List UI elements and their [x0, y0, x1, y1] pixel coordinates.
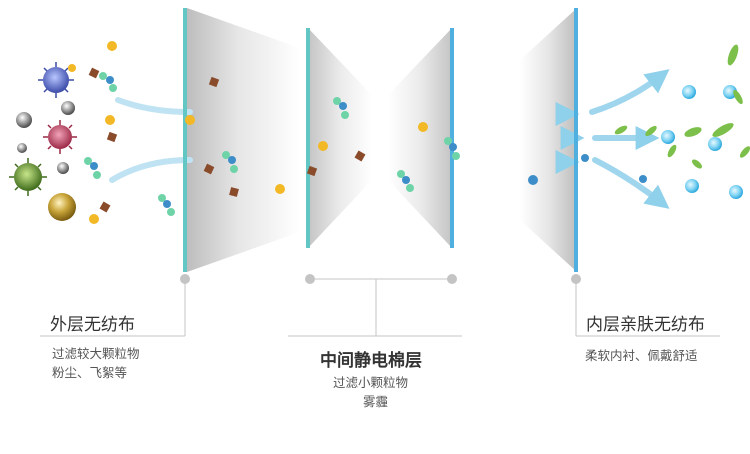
molecule-icon: [99, 72, 117, 92]
dust-dots: [68, 41, 428, 224]
inner-layer-desc-1: 柔软内衬、佩戴舒适: [585, 348, 698, 363]
molecule-icon: [222, 151, 238, 173]
molecule-icon: [158, 194, 175, 216]
leaf-icon: [733, 89, 743, 105]
blue-particles: [528, 154, 647, 185]
leaf-icon: [712, 123, 734, 137]
outer-layer-desc-1: 过滤较大颗粒物: [52, 346, 140, 361]
airflow-arrows: [109, 69, 670, 209]
leaf-icon: [692, 159, 702, 169]
connector-lines: [40, 278, 720, 337]
airflow-arrow-out-bottom: [592, 157, 670, 209]
leaf-icon: [684, 127, 702, 137]
pollutant-particles: [9, 62, 77, 221]
debris-squares: [88, 67, 366, 213]
clean-air-bubbles: [661, 85, 743, 199]
airflow-arrow-out-top: [589, 69, 670, 115]
leaf-icon: [667, 144, 677, 158]
molecule-icon: [444, 137, 460, 160]
metal-particle-icon: [48, 193, 76, 221]
silver-particle-icon: [61, 101, 75, 115]
virus-red-icon: [43, 120, 77, 154]
airflow-arrow-bottom-in: [109, 157, 193, 183]
leaf-icon: [645, 125, 657, 137]
molecule-clusters: [84, 72, 460, 216]
connector-dots: [180, 274, 581, 284]
middle-layer-desc-1: 过滤小颗粒物: [333, 375, 409, 390]
molecule-icon: [84, 157, 101, 179]
airflow-arrow-top-in: [115, 97, 193, 115]
molecule-icon: [333, 97, 349, 119]
outer-layer-title: 外层无纺布: [50, 315, 135, 335]
outer-layer-desc-2: 粉尘、飞絮等: [52, 365, 128, 380]
middle-layer-title: 中间静电棉层: [320, 351, 422, 371]
inner-layer-title: 内层亲肤无纺布: [586, 315, 705, 335]
virus-green-icon: [9, 158, 47, 196]
virus-blue-icon: [38, 62, 74, 98]
middle-layer-desc-2: 雾霾: [363, 394, 389, 409]
silver-particle-icon: [57, 162, 69, 174]
molecule-icon: [397, 170, 414, 192]
silver-particle-icon: [17, 143, 27, 153]
leaves: [614, 44, 750, 169]
leaf-icon: [727, 44, 739, 66]
leaf-icon: [614, 125, 628, 135]
leaf-icon: [739, 146, 750, 158]
silver-particle-icon: [16, 112, 32, 128]
